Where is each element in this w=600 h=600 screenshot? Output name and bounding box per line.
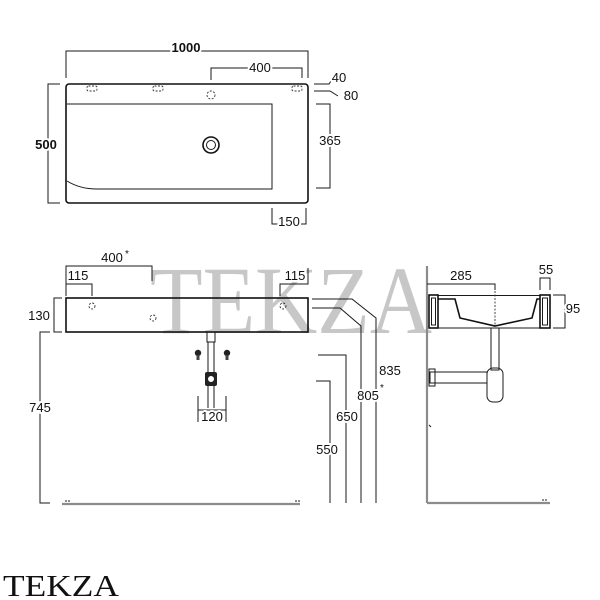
dimension-supply-spacing-line — [197, 396, 227, 422]
side-wall-mark — [428, 424, 432, 428]
tap-hole-left — [86, 85, 98, 92]
dimension-front-tap-spacing-label: 400 — [101, 250, 123, 265]
dimension-bottom-height-label: 745 — [29, 400, 51, 415]
side-trap-tailpiece — [490, 327, 500, 371]
supply-valve-left — [194, 349, 202, 360]
top-view: 1000 400 500 40 80 365 150 — [33, 38, 360, 231]
top-view-outline — [65, 83, 309, 204]
dimension-right-offset-label: 115 — [285, 268, 306, 283]
front-waste-pipe — [207, 342, 215, 408]
front-trap-fitting-nut — [208, 376, 214, 382]
side-floor-marks — [542, 499, 547, 501]
supply-valve-right — [223, 349, 231, 360]
side-basin-front-wall-inner — [542, 297, 548, 326]
drain-hole-inner — [206, 140, 216, 150]
dimension-basin-height-label: 130 — [28, 308, 50, 323]
dimension-tap-spacing-label: 400 — [249, 60, 271, 75]
dimension-bottom-height-line — [39, 331, 50, 504]
dimension-rim-front-line — [314, 77, 334, 85]
tap-hole-middle — [152, 85, 164, 92]
dimension-left-offset-line — [66, 283, 93, 296]
dimension-front-tap-spacing-line — [65, 265, 153, 296]
dimension-side-offset-line — [271, 208, 307, 225]
tap-hole-right — [291, 85, 303, 92]
dimension-rim-height-line — [312, 298, 377, 503]
top-view-basin-outline — [66, 103, 273, 190]
drain-hole — [202, 136, 220, 154]
front-view-basin — [65, 297, 309, 333]
dimension-rim-height-alt-label: 805 — [357, 388, 379, 403]
dimension-basin-depth-label: 365 — [319, 133, 341, 148]
dimension-basin-height-line — [53, 297, 62, 333]
dimension-rim-height-label: 835 — [379, 363, 401, 378]
dimension-left-offset-label: 115 — [68, 268, 89, 283]
dimension-rim-front-label: 40 — [332, 70, 346, 85]
dimension-front-tap-spacing-mark: * — [125, 249, 129, 260]
side-trap-bend — [486, 367, 504, 403]
side-trap-outlet-pipe — [429, 371, 488, 384]
tap-hole-center — [206, 90, 216, 100]
side-basin-back-wall-inner — [431, 297, 436, 326]
front-tap-hole-right — [279, 302, 287, 310]
dimension-supply-height-line — [318, 354, 347, 503]
dimension-wall-thickness-label: 55 — [539, 262, 553, 277]
dimension-rim-height-alt-line — [312, 307, 362, 503]
dimension-drain-distance-label: 285 — [450, 268, 472, 283]
front-tap-hole-middle — [149, 314, 157, 322]
dimension-tap-spacing-line — [210, 67, 303, 80]
dimension-wall-thickness-line — [539, 277, 551, 290]
side-view: 285 55 95 — [425, 260, 582, 505]
brand-logo: TEKZA — [3, 568, 120, 600]
dimension-supply-spacing-label: 120 — [201, 409, 223, 424]
side-basin-interior — [438, 298, 540, 327]
dimension-depth-line — [47, 83, 60, 204]
side-basin-back-wall — [428, 294, 439, 329]
dimension-width-label: 1000 — [172, 40, 201, 55]
side-trap-wall-flange — [428, 368, 436, 387]
dimension-drain-distance-line — [427, 283, 496, 290]
dimension-side-offset-label: 150 — [278, 214, 300, 229]
front-waste-neck — [206, 331, 216, 343]
dimension-basin-depth-line — [316, 103, 331, 189]
dimension-depth-label: 500 — [35, 137, 57, 152]
dimension-supply-height-label: 650 — [336, 409, 358, 424]
front-tap-hole-left — [88, 302, 96, 310]
front-view: 400 * 115 115 130 745 120 — [26, 248, 403, 506]
watermark: TEKZA — [150, 247, 432, 354]
dimension-rim-hole-label: 80 — [344, 88, 358, 103]
dimension-side-height-label: 95 — [566, 301, 580, 316]
side-basin-front-wall — [539, 294, 551, 329]
dimension-right-offset-line — [279, 268, 309, 296]
front-floor-marks — [65, 500, 300, 502]
dimension-waste-height-label: 550 — [316, 442, 338, 457]
dimension-rim-height-alt-mark: * — [380, 383, 384, 394]
dimension-rim-hole-line — [314, 90, 339, 97]
dimension-width-line — [65, 50, 309, 78]
dimension-side-height-line — [553, 294, 566, 329]
dimension-waste-height-line — [316, 380, 331, 503]
